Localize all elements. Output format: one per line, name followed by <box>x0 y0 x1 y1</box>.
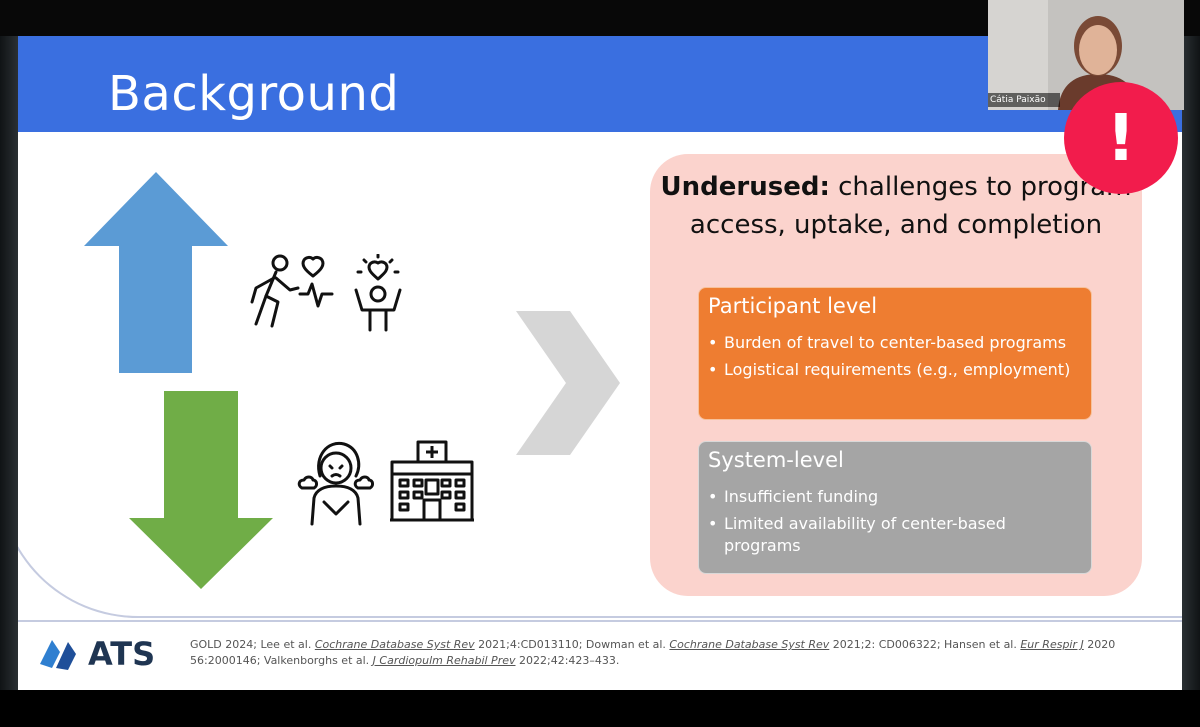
participant-level-list: Burden of travel to center-based program… <box>707 332 1070 386</box>
screen-bottom-bar <box>0 690 1200 727</box>
hospital-icon <box>388 440 476 524</box>
system-level-box: System-level Insufficient funding Limite… <box>698 441 1092 574</box>
screen-right-edge <box>1182 36 1200 690</box>
footer-divider <box>18 620 1182 622</box>
callout-heading-bold: Underused: <box>660 172 830 202</box>
ref-text: GOLD 2024; Lee et al. <box>190 638 315 651</box>
system-level-list: Insufficient funding Limited availabilit… <box>707 486 1037 562</box>
screen-left-edge <box>0 36 18 690</box>
up-arrow <box>82 172 230 374</box>
ref-text: 2020 56:2000146; Valkenborghs et al. <box>190 638 1116 667</box>
list-item: Logistical requirements (e.g., employmen… <box>707 359 1070 381</box>
alert-icon: ! <box>1064 82 1178 194</box>
ats-logo-mark <box>40 640 76 670</box>
down-arrow <box>128 390 274 590</box>
breathless-person-icon <box>296 436 376 526</box>
walking-person-heartbeat-icon <box>246 254 334 334</box>
presentation-slide: Background <box>18 36 1182 690</box>
slide-title: Background <box>108 66 400 122</box>
ref-text: 2022;42:423–433. <box>515 654 620 667</box>
ref-journal-link[interactable]: Cochrane Database Syst Rev <box>314 638 475 651</box>
chevron-right <box>516 311 620 459</box>
list-item: Insufficient funding <box>707 486 1037 508</box>
system-level-title: System-level <box>708 448 844 472</box>
ats-logo: ATS <box>38 634 178 674</box>
ref-journal-link[interactable]: Eur Respir J <box>1020 638 1084 651</box>
decorative-curve <box>18 296 1182 618</box>
list-item: Burden of travel to center-based program… <box>707 332 1070 354</box>
list-item: Limited availability of center-based pro… <box>707 513 1037 557</box>
references: GOLD 2024; Lee et al. Cochrane Database … <box>190 637 1150 669</box>
underused-callout: Underused: challenges to program access,… <box>650 154 1142 596</box>
ref-text: 2021;2: CD006322; Hansen et al. <box>829 638 1021 651</box>
ats-logo-text: ATS <box>88 635 156 673</box>
ref-journal-link[interactable]: Cochrane Database Syst Rev <box>669 638 830 651</box>
participant-level-title: Participant level <box>708 294 878 318</box>
ref-journal-link[interactable]: J Cardiopulm Rehabil Prev <box>372 654 516 667</box>
happy-person-heart-icon <box>350 254 406 334</box>
participant-name-label: Cátia Paixão <box>988 93 1060 107</box>
participant-level-box: Participant level Burden of travel to ce… <box>698 287 1092 420</box>
callout-heading: Underused: challenges to program access,… <box>650 168 1142 244</box>
ref-text: 2021;4:CD013110; Dowman et al. <box>474 638 670 651</box>
callout-heading-rest: challenges to program access, uptake, an… <box>689 172 1132 240</box>
